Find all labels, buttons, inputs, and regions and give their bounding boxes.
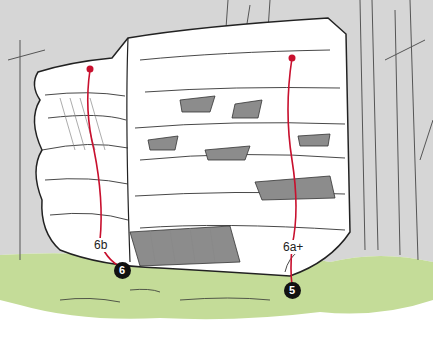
callout-circle: 5 (284, 282, 301, 299)
callout-number: 5 (289, 285, 295, 296)
route-top (289, 55, 296, 62)
route-top (87, 66, 94, 73)
callout-number: 6 (119, 265, 125, 276)
route-line (88, 58, 296, 285)
grade-label: 6a+ (281, 240, 305, 254)
callout-circle: 6 (114, 262, 131, 279)
grade-label: 6b (92, 238, 109, 252)
